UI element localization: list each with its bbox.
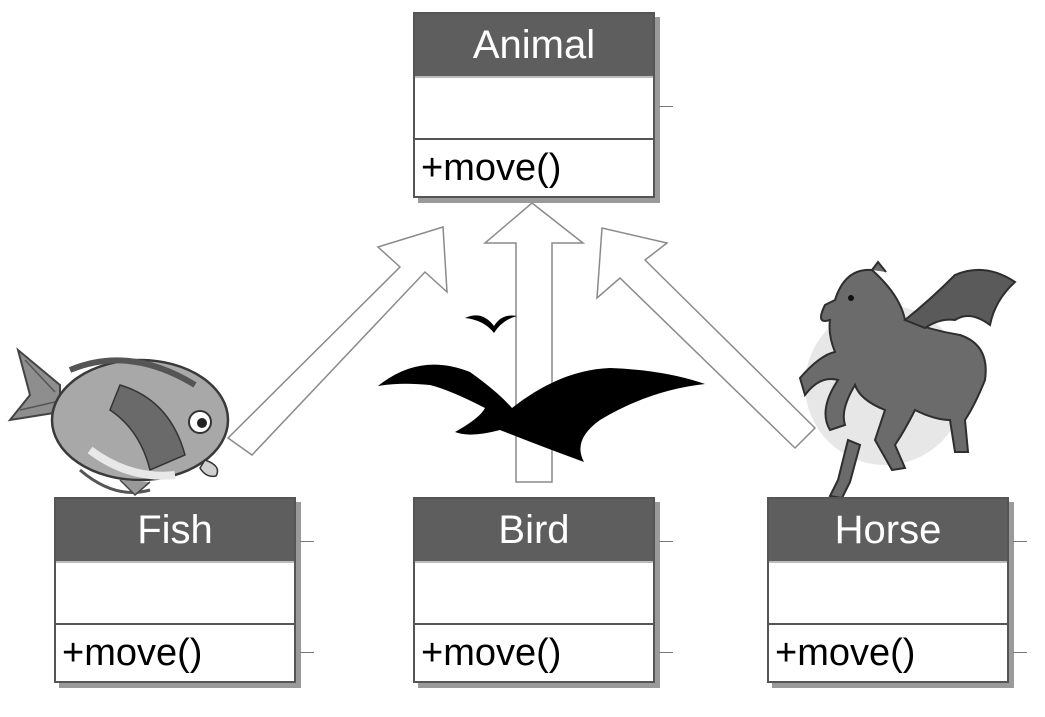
arrow-fish-to-animal [226, 226, 448, 456]
class-animal[interactable]: Animal +move() [413, 12, 655, 198]
class-name: Bird [415, 499, 653, 563]
operation-move: +move() [415, 625, 653, 681]
operation-move: +move() [56, 625, 294, 681]
connector-stub [300, 652, 314, 653]
class-name: Fish [56, 499, 294, 563]
class-fish[interactable]: Fish +move() [54, 497, 296, 683]
attributes-compartment [769, 563, 1007, 625]
connector-stub [659, 541, 673, 542]
attributes-compartment [415, 78, 653, 140]
horse-illustration [798, 260, 1017, 500]
connector-stub [300, 541, 314, 542]
class-bird[interactable]: Bird +move() [413, 497, 655, 683]
connector-stub [1013, 652, 1027, 653]
operation-move: +move() [415, 140, 653, 196]
arrow-horse-to-animal [596, 227, 817, 450]
attributes-compartment [56, 563, 294, 625]
class-name: Horse [769, 499, 1007, 563]
connector-stub [1013, 541, 1027, 542]
class-name: Animal [415, 14, 653, 78]
operation-move: +move() [769, 625, 1007, 681]
attributes-compartment [415, 563, 653, 625]
class-horse[interactable]: Horse +move() [767, 497, 1009, 683]
fish-illustration [7, 347, 230, 497]
seagull-illustration [378, 315, 705, 462]
connector-stub [659, 106, 673, 107]
connector-stub [659, 652, 673, 653]
